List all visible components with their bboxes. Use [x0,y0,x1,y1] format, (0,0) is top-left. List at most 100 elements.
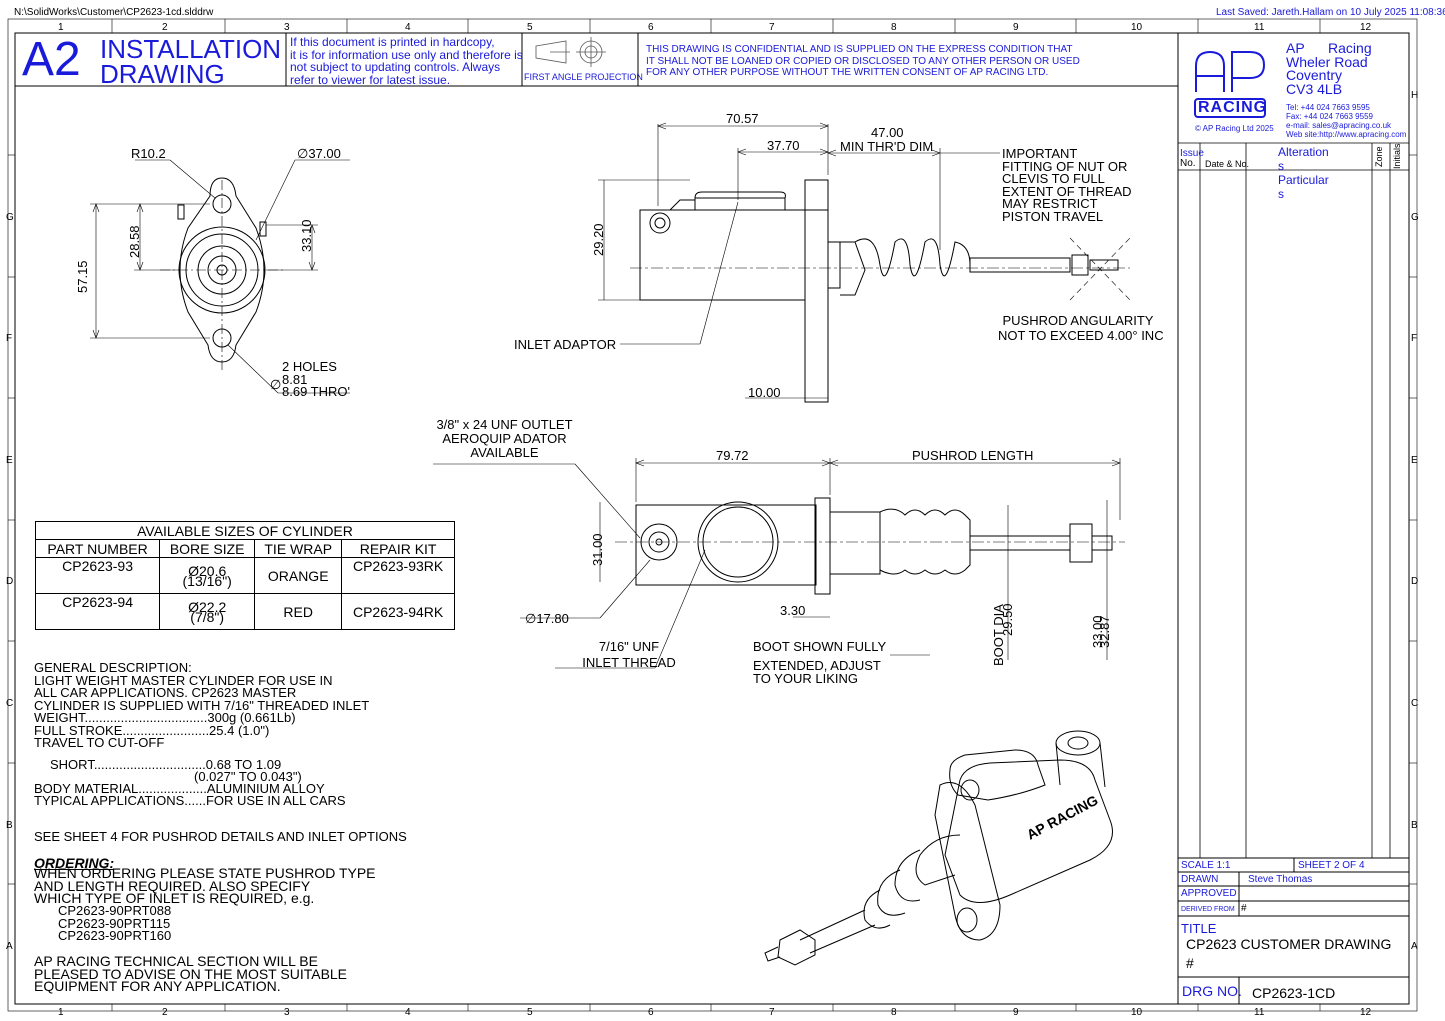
rev-date: Date & No. [1205,159,1250,169]
row-label: B [1411,820,1418,831]
row-label: D [1411,576,1419,587]
dim-dia-top: ∅37.00 [297,146,341,161]
short-travel-inch: (0.027" TO 0.043") [194,769,302,784]
col-label: 1 [58,1007,64,1018]
col-label: 12 [1360,1007,1372,1018]
table-row: CP2623-94 Ø22.2(7/8") RED CP2623-94RK [34,593,455,630]
dim-r: R10.2 [131,146,166,161]
table-row: CP2623-93 Ø20.6(13/16") ORANGE CP2623-93… [34,557,455,594]
row-label: F [6,333,13,344]
file-path: N:\SolidWorks\Customer\CP2623-1cd.slddrw [14,7,214,18]
drawing-type-1: INSTALLATION [100,34,282,64]
col-label: 7 [769,1007,775,1018]
last-saved: Last Saved: Jareth.Hallam on 10 July 202… [1216,7,1445,18]
dim-33-10: 33.10 [299,219,314,252]
col-label: 6 [648,22,654,33]
dim-37-70: 37.70 [767,138,800,153]
front-view [90,159,350,394]
dim-29-20: 29.20 [591,223,606,256]
applications-note: TYPICAL APPLICATIONS......FOR USE IN ALL… [34,793,346,808]
rev-zone: Zone [1374,146,1384,167]
projection-label: FIRST ANGLE PROJECTION [524,72,643,82]
col-label: 3 [284,22,290,33]
col-header: BORE SIZE [159,539,256,558]
sheet-number: SHEET 2 OF 4 [1298,860,1365,871]
approved-label: APPROVED [1181,888,1237,899]
col-label: 3 [284,1007,290,1018]
logo-subtext: RACING [1198,99,1268,116]
col-label: 6 [648,1007,654,1018]
dim-32-87: 32.87 [1097,615,1112,648]
dim-79-72: 79.72 [716,448,749,463]
derived-value: # [1241,903,1247,914]
col-header: PART NUMBER [34,539,161,558]
table-title: AVAILABLE SIZES OF CYLINDER [35,521,455,540]
boot-dia-value: 29.50 [1000,603,1015,636]
side-view [598,122,1131,403]
col-label: 2 [162,22,168,33]
col-label: 4 [405,22,411,33]
drg-number: CP2623-1CD [1252,985,1336,1001]
inlet-adaptor-label: INLET ADAPTOR [514,337,617,352]
row-label: C [1411,698,1419,709]
confidential-note: THIS DRAWING IS CONFIDENTIAL AND IS SUPP… [646,44,1080,78]
dim-70-57: 70.57 [726,111,759,126]
row-label: A [6,941,13,952]
title-hash: # [1186,955,1194,971]
row-label: H [1411,90,1419,101]
row-label: F [1411,333,1418,344]
row-label: E [1411,455,1418,466]
row-label: D [6,576,14,587]
dia-symbol: ∅ [270,377,282,392]
row-label: E [6,455,13,466]
rev-no: No. [1180,158,1196,169]
row-label: A [1411,941,1418,952]
col-label: 1 [58,22,64,33]
rev-initials: Initials [1392,143,1402,169]
col-label: 10 [1131,22,1143,33]
col-label: 9 [1013,1007,1019,1018]
dim-dia-17-80: ∅17.80 [525,611,569,626]
col-label: 11 [1254,1007,1265,1018]
col-label: 5 [527,1007,533,1018]
dim-57-15: 57.15 [75,260,90,293]
row-label: G [1411,212,1419,223]
ordering-title: ORDERING: [34,855,115,871]
pushrod-length: PUSHROD LENGTH [912,448,1034,463]
col-label: 11 [1254,22,1265,33]
sizes-table: AVAILABLE SIZES OF CYLINDER PART NUMBER … [34,521,455,630]
drawing-title: CP2623 CUSTOMER DRAWING [1186,936,1392,952]
col-label: 8 [891,22,897,33]
plan-view [433,458,1125,669]
dim-47-00: 47.00 [871,125,904,140]
drg-label: DRG NO. [1182,983,1242,999]
col-label: 10 [1131,1007,1143,1018]
derived-label: DERIVED FROM [1181,906,1235,913]
col-label: 12 [1360,22,1372,33]
drawn-label: DRAWN [1181,874,1219,885]
col-header: TIE WRAP [254,539,343,558]
sheet-size: A2 [22,33,81,86]
drawing-type-2: DRAWING [100,59,225,89]
dim-3-30: 3.30 [780,603,806,618]
col-label: 8 [891,1007,897,1018]
isometric-view: AP RACING [764,730,1113,966]
col-label: 7 [769,22,775,33]
general-description: GENERAL DESCRIPTION:LIGHT WEIGHT MASTER … [34,660,370,750]
rev-issue: Issue [1180,148,1204,159]
col-label: 2 [162,1007,168,1018]
scale: SCALE 1:1 [1181,860,1231,871]
